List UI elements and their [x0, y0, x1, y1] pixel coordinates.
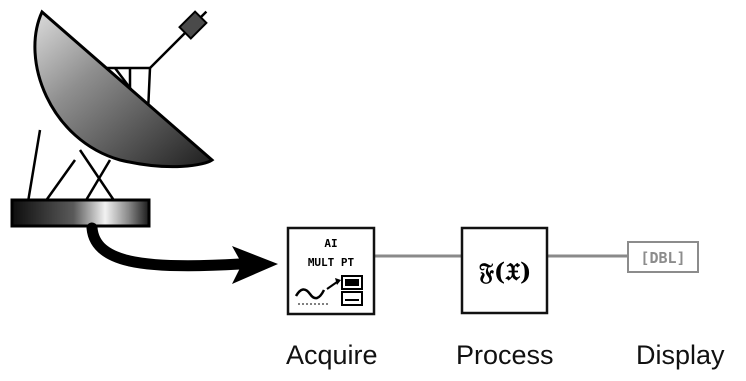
acquire-line1: AI — [324, 237, 337, 250]
function-fx-icon: 𝔉(𝔛) — [479, 257, 532, 286]
process-block[interactable]: 𝔉(𝔛) — [460, 226, 549, 315]
display-caption: Display — [636, 340, 725, 370]
daq-multipoint-icon — [294, 275, 363, 306]
acquire-block[interactable]: AI MULT PT — [286, 226, 376, 316]
process-symbol: 𝔉(𝔛) — [479, 257, 532, 286]
display-symbol: [DBL] — [640, 249, 685, 267]
process-caption: Process — [456, 340, 554, 370]
satellite-dish-icon — [10, 9, 215, 228]
dbl-indicator-icon: [DBL] — [640, 249, 685, 267]
acquire-caption: Acquire — [286, 340, 378, 370]
display-indicator[interactable]: [DBL] — [627, 241, 699, 273]
acquire-line2: MULT PT — [308, 256, 355, 269]
curved-arrow-icon — [86, 222, 278, 284]
